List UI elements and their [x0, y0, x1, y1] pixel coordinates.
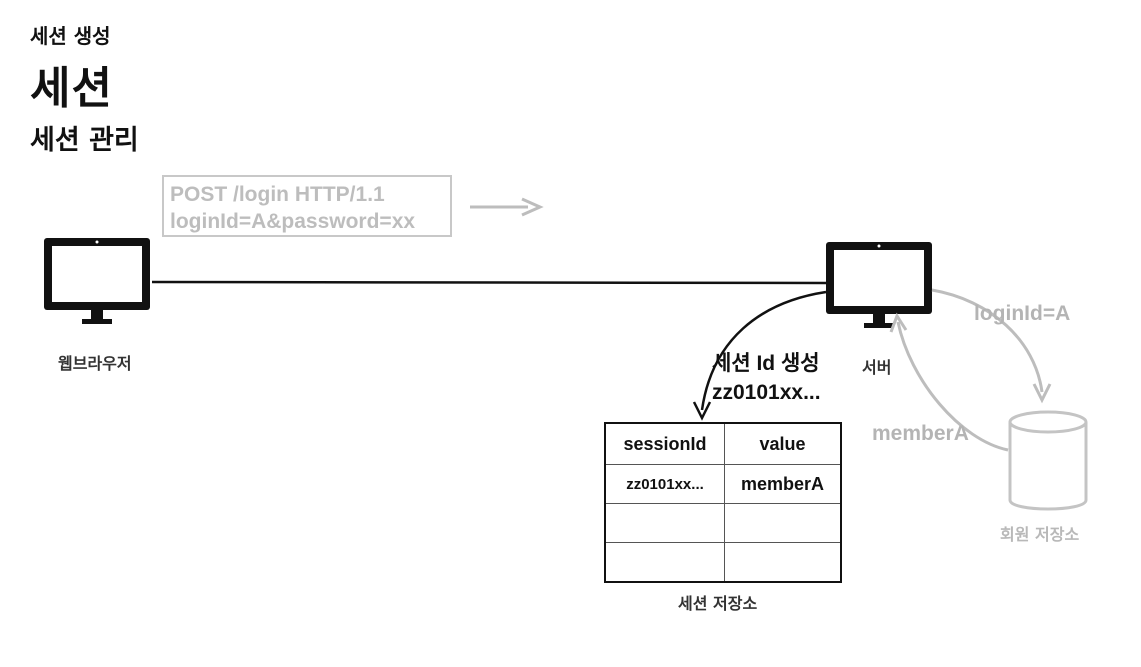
request-body: loginId=A&password=xx	[170, 210, 416, 233]
login-query-label: loginId=A	[974, 302, 1071, 325]
table-row: zz0101xx... memberA	[604, 464, 842, 504]
request-path: /login	[233, 183, 290, 206]
session-store-label: 세션 저장소	[678, 594, 758, 613]
breadcrumb: 세션 생성	[30, 24, 111, 48]
database-icon	[1008, 410, 1088, 511]
table-cell-session-id	[604, 503, 725, 543]
table-header-row: sessionId value	[604, 422, 842, 465]
request-method: POST	[170, 183, 234, 206]
request-protocol: HTTP/1.1	[289, 183, 385, 206]
table-cell-session-id: zz0101xx...	[604, 464, 725, 504]
session-gen-title: 세션 Id 생성	[712, 352, 820, 375]
session-store-table: sessionId value zz0101xx... memberA	[604, 422, 842, 583]
column-header-session-id: sessionId	[604, 422, 725, 465]
table-cell-value	[724, 542, 842, 583]
http-request-box: POST /login HTTP/1.1 loginId=A&password=…	[162, 175, 452, 237]
session-gen-value: zz0101xx...	[712, 381, 821, 404]
table-cell-value: memberA	[724, 464, 842, 504]
page-subtitle: 세션 관리	[30, 125, 139, 156]
request-arrow	[470, 197, 544, 217]
page-title: 세션	[30, 63, 113, 114]
connection-line	[151, 280, 827, 285]
member-result-label: memberA	[872, 422, 969, 445]
request-line: POST /login HTTP/1.1	[170, 181, 444, 208]
server-label: 서버	[862, 358, 892, 377]
session-create-arrow	[700, 290, 827, 411]
table-cell-value	[724, 503, 842, 543]
table-row	[604, 542, 842, 583]
session-id-generation-note: 세션 Id 생성 zz0101xx...	[712, 349, 821, 407]
server-monitor-icon	[826, 242, 932, 328]
column-header-value: value	[724, 422, 842, 465]
browser-monitor-icon	[44, 238, 150, 324]
member-store-label: 회원 저장소	[1000, 525, 1080, 544]
table-cell-session-id	[604, 542, 725, 583]
table-row	[604, 503, 842, 543]
login-query-arrow	[931, 288, 1044, 393]
member-result-arrow	[896, 321, 1009, 452]
browser-label: 웹브라우저	[58, 354, 132, 373]
